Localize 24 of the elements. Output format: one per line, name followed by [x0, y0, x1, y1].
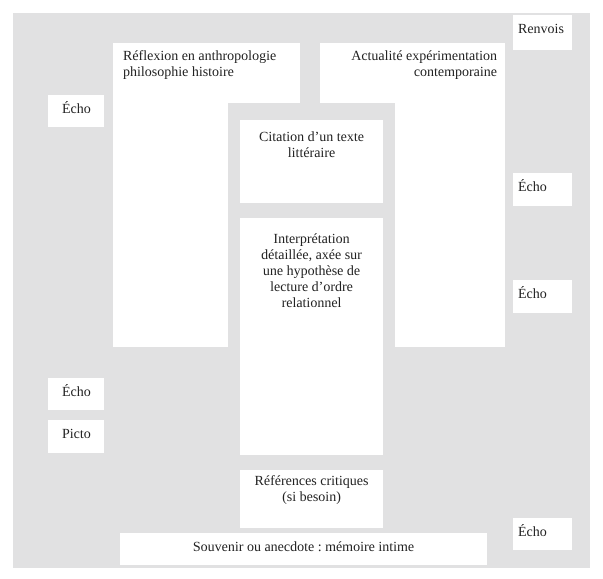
text-box [48, 378, 104, 410]
text-box [513, 173, 572, 206]
box-text: Références critiques (si besoin) [254, 474, 370, 506]
text-box [240, 470, 383, 528]
box-text: Écho [518, 525, 548, 541]
text-box [48, 95, 104, 127]
text-box [513, 518, 572, 550]
box-text: Écho [62, 102, 92, 118]
text-box [513, 280, 572, 313]
text-box [48, 420, 104, 453]
text-box [513, 15, 572, 50]
box-text: Citation d’un texte littéraire [258, 130, 365, 162]
text-box [120, 533, 487, 565]
box-text: Picto [62, 427, 92, 443]
box-text: Interprétation détaillée, axée sur une hypothèse de lecture d’ordre relationnel [260, 232, 363, 312]
box-text: Souvenir ou anecdote : mémoire intime [192, 540, 416, 556]
box-text: Renvois [518, 22, 565, 38]
text-box [240, 218, 383, 455]
box-text: Écho [62, 385, 92, 401]
box-text: Réflexion en anthropologie philosophie histoire [123, 49, 278, 81]
text-box [240, 120, 383, 203]
box-text: Écho [518, 180, 548, 196]
box-text: Écho [518, 287, 548, 303]
box-text: Actualité expérimentation contemporaine [350, 49, 497, 81]
